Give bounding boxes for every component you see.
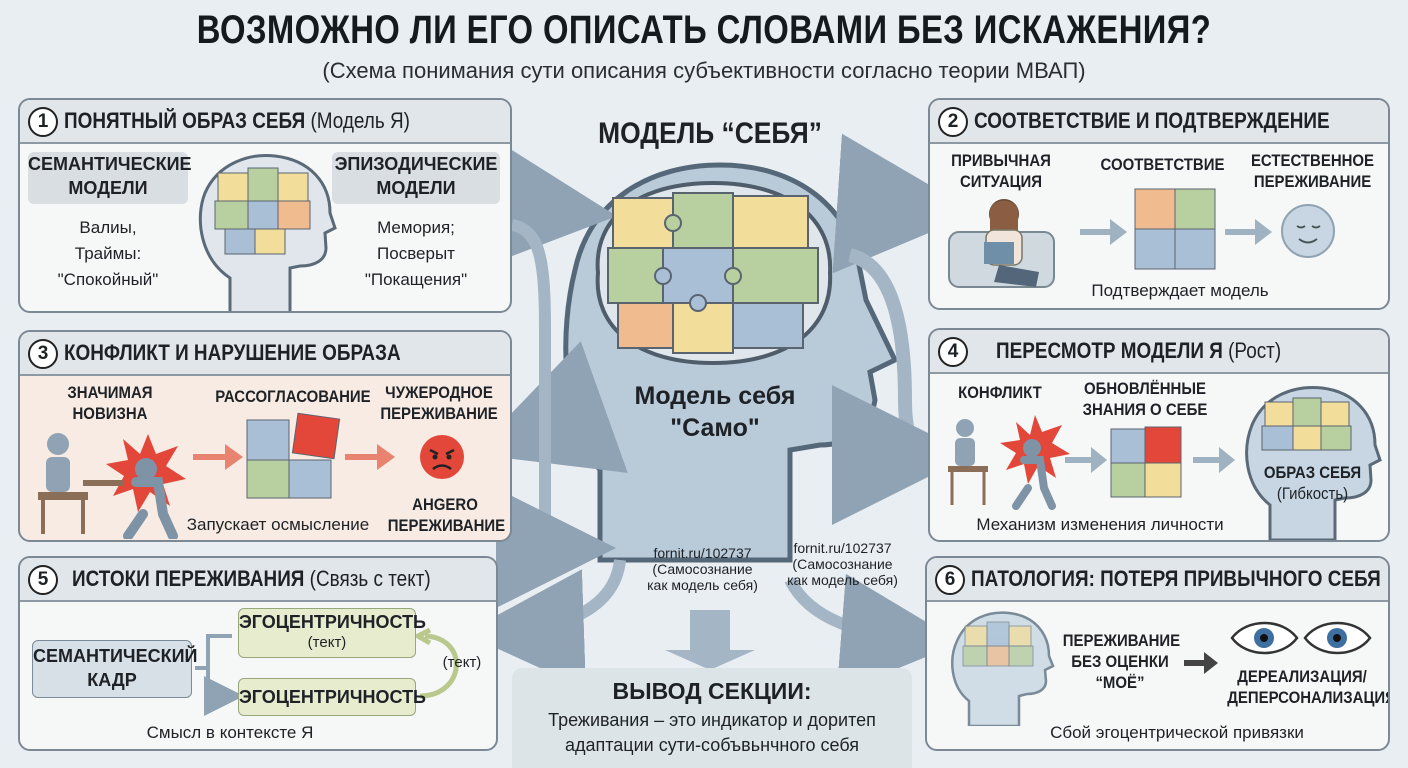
panel6-caption: Сбой эгоцентрической привязки bbox=[1050, 723, 1304, 742]
egocentricity-top-box: ЭГОЦЕНТРИЧНОСТЬ(тект) bbox=[238, 608, 426, 658]
conclusion-box bbox=[512, 668, 912, 768]
episodic-models-examples: Мемория;Посверыт"Покащения" bbox=[364, 218, 468, 289]
mismatch-label: РАССОГЛАСОВАНИЕ bbox=[215, 387, 371, 406]
panel5-header: 5 ИСТОКИ ПЕРЕЖИВАНИЯ (Связь с тект) bbox=[20, 558, 496, 602]
panel4-title: ПЕРЕСМОТР МОДЕЛИ Я (Рост) bbox=[996, 338, 1282, 363]
panel-match-confirmation: 2 СООТВЕТСТВИЕ И ПОДТВЕРЖДЕНИЕ ПРИВЫЧНАЯ… bbox=[928, 98, 1390, 310]
panel2-number: 2 bbox=[938, 107, 968, 137]
panel4-header: 4 ПЕРЕСМОТР МОДЕЛИ Я (Рост) bbox=[930, 330, 1388, 374]
flexible-head-icon bbox=[1245, 385, 1382, 540]
panel3-caption: Запускает осмысление bbox=[186, 515, 370, 534]
center-title: МОДЕЛЬ “СЕБЯ” bbox=[598, 117, 822, 150]
conflict-small-icon bbox=[948, 415, 1070, 510]
reading-person-icon bbox=[948, 199, 1055, 288]
origins-flow bbox=[195, 627, 459, 728]
center-label-line2: "Само" bbox=[670, 414, 760, 442]
panel-model-revision: 4 ПЕРЕСМОТР МОДЕЛИ Я (Рост) КОНФЛИКТ ОБН… bbox=[928, 328, 1390, 542]
panel-experience-origins: 5 ИСТОКИ ПЕРЕЖИВАНИЯ (Связь с тект) СЕМА… bbox=[18, 556, 498, 751]
conflict-people-icon bbox=[38, 433, 186, 539]
conflict-label: КОНФЛИКТ bbox=[958, 383, 1042, 402]
panel2-title: СООТВЕТСТВИЕ И ПОДТВЕРЖДЕНИЕ bbox=[974, 108, 1330, 133]
mismatch-flow bbox=[193, 412, 395, 499]
link-left-url[interactable]: fornit.ru/102737 bbox=[653, 545, 752, 561]
link-right-url[interactable]: fornit.ru/102737 bbox=[793, 540, 892, 556]
update-flow bbox=[1065, 426, 1235, 498]
link-right-note2: как модель себя) bbox=[787, 572, 898, 588]
match-label: СООТВЕТСТВИЕ bbox=[1100, 155, 1225, 174]
panel-pathology: 6 ПАТОЛОГИЯ: ПОТЕРЯ ПРИВЫЧНОГО СЕБЯ ПЕРЕ… bbox=[925, 556, 1390, 751]
angry-face-icon bbox=[420, 435, 464, 479]
source-link-right[interactable]: fornit.ru/102737 (Самосознание как модел… bbox=[780, 540, 905, 588]
link-left-note1: (Самосознание bbox=[652, 561, 753, 577]
panel6-header: 6 ПАТОЛОГИЯ: ПОТЕРЯ ПРИВЫЧНОГО СЕБЯ bbox=[927, 558, 1388, 602]
panel3-title: КОНФЛИКТ И НАРУШЕНИЕ ОБРАЗА bbox=[64, 340, 401, 365]
center-label-line1: Модель себя bbox=[634, 382, 796, 410]
conclusion-title: ВЫВОД СЕКЦИИ: bbox=[612, 678, 812, 704]
panel5-number: 5 bbox=[28, 565, 58, 595]
derealization-label: ДЕРЕАЛИЗАЦИЯ/ДЕПЕРСОНАЛИЗАЦИЯ bbox=[1227, 667, 1390, 707]
panel3-header: 3 КОНФЛИКТ И НАРУШЕНИЕ ОБРАЗА bbox=[20, 332, 510, 376]
source-link-left[interactable]: fornit.ru/102737 (Самосознание как модел… bbox=[640, 545, 765, 593]
panel4-caption: Механизм изменения личности bbox=[976, 515, 1224, 534]
panel4-number: 4 bbox=[938, 337, 968, 367]
loop-label: (тект) bbox=[442, 654, 482, 671]
page-title: ВОЗМОЖНО ЛИ ЕГО ОПИСАТЬ СЛОВАМИ БЕЗ ИСКА… bbox=[196, 8, 1212, 52]
panel1-number: 1 bbox=[28, 107, 58, 137]
eyes-icon bbox=[1230, 621, 1372, 655]
panel6-number: 6 bbox=[935, 565, 965, 595]
link-left-note2: как модель себя) bbox=[647, 577, 758, 593]
panel5-caption: Смысл в контексте Я bbox=[146, 723, 314, 742]
panel5-title: ИСТОКИ ПЕРЕЖИВАНИЯ (Связь с тект) bbox=[72, 566, 431, 591]
panel1-title: ПОНЯТНЫЙ ОБРАЗ СЕБЯ (Модель Я) bbox=[64, 108, 410, 133]
panel2-header: 2 СООТВЕТСТВИЕ И ПОДТВЕРЖДЕНИЕ bbox=[930, 100, 1388, 144]
center-puzzle-brain bbox=[595, 180, 833, 366]
semantic-models-examples: Валиы,Траймы:"Спокойный" bbox=[57, 218, 159, 289]
egocentricity-bottom-box: ЭГОЦЕНТРИЧНОСТЬ bbox=[238, 678, 426, 716]
center-label: Модель себя "Само" bbox=[600, 380, 830, 444]
head-puzzle-icon bbox=[198, 153, 337, 311]
panel2-caption: Подтверждает модель bbox=[1091, 281, 1269, 300]
link-right-note1: (Самосознание bbox=[792, 556, 893, 572]
pathology-arrow bbox=[1184, 652, 1218, 674]
panel-self-image: 1 ПОНЯТНЫЙ ОБРАЗ СЕБЯ (Модель Я) СЕМАНТИ… bbox=[18, 98, 512, 313]
panel3-number: 3 bbox=[28, 339, 58, 369]
panel6-title: ПАТОЛОГИЯ: ПОТЕРЯ ПРИВЫЧНОГО СЕБЯ bbox=[971, 566, 1381, 591]
page-subtitle: (Схема понимания сути описания субъектив… bbox=[322, 58, 1086, 83]
fading-head-icon bbox=[951, 611, 1055, 726]
match-flow bbox=[1080, 188, 1335, 270]
self-image-label: ОБРАЗ СЕБЯ(Гибкость) bbox=[1263, 463, 1362, 503]
panel1-header: 1 ПОНЯТНЫЙ ОБРАЗ СЕБЯ (Модель Я) bbox=[20, 100, 510, 144]
